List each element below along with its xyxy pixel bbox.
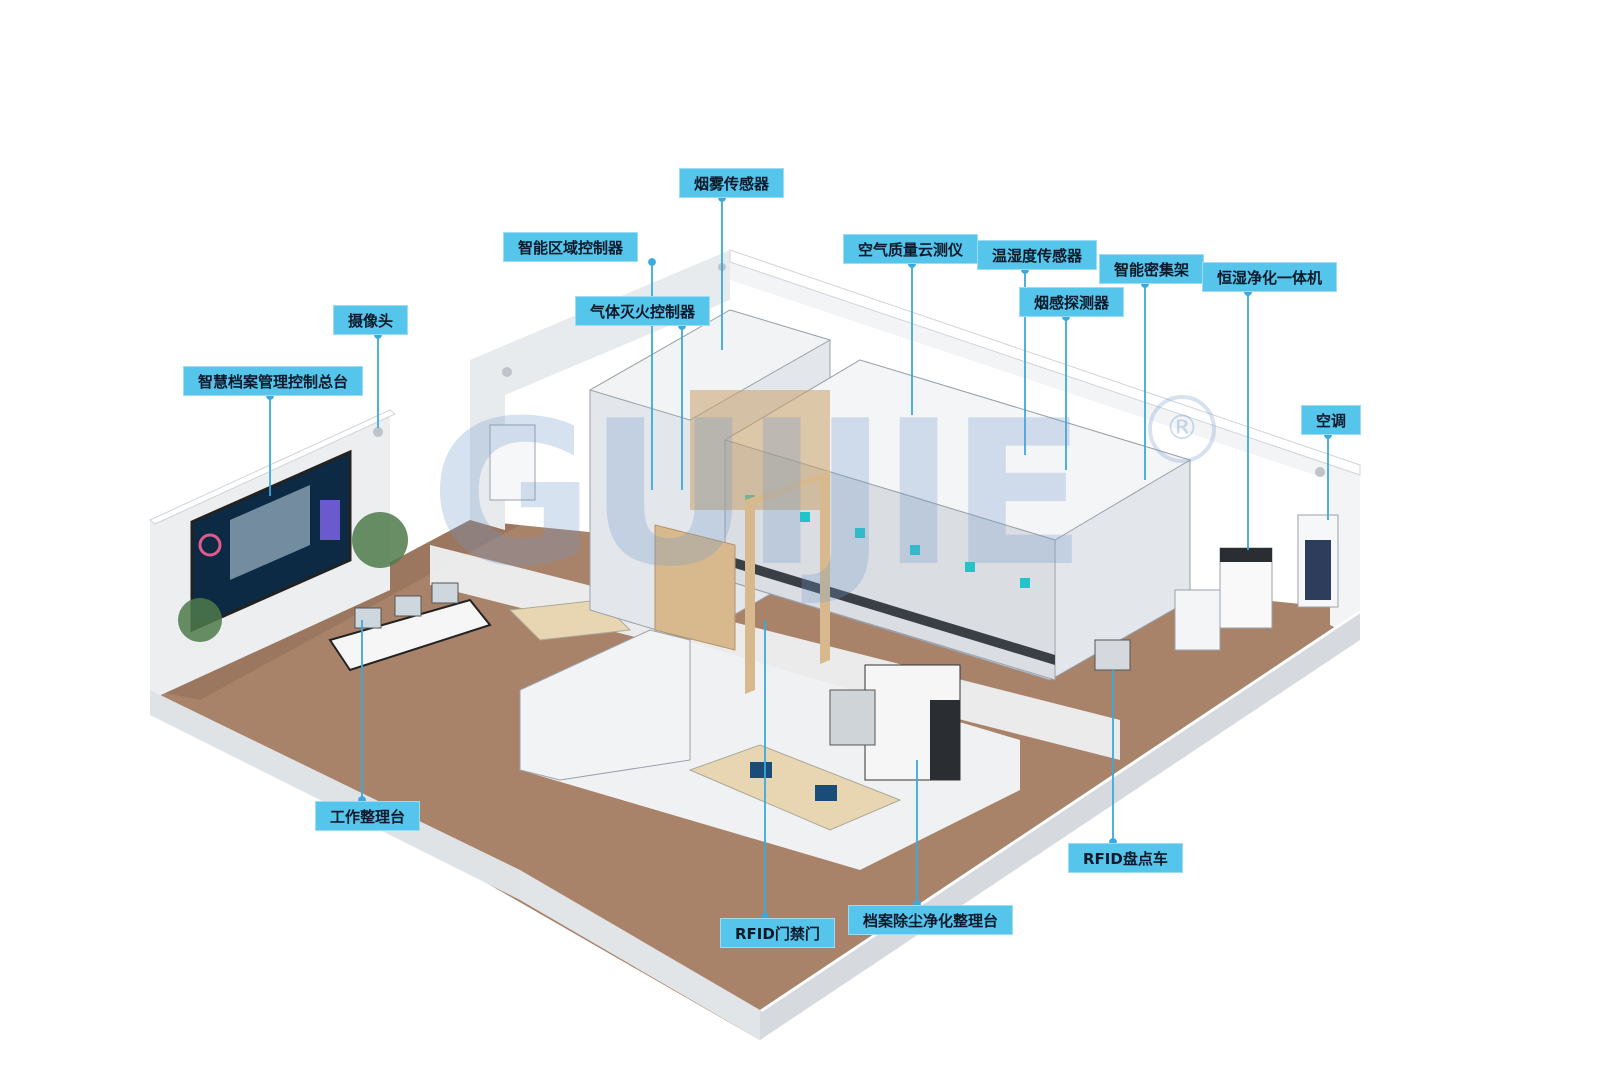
front-monitor-2 [815,785,837,801]
small-cabinet [1174,589,1221,651]
shelf-screen-2 [800,512,810,522]
label-smoke-sensor: 烟雾传感器 [679,168,785,198]
back-wall-right [730,250,1360,640]
label-humidity-purifier: 恒湿净化一体机 [1202,262,1338,292]
label-zone-controller: 智能区域控制器 [503,232,639,262]
label-camera: 摄像头 [333,305,409,335]
label-temp-humidity: 温湿度传感器 [977,240,1098,270]
office-monitor-2 [394,595,422,617]
label-dust-table: 档案除尘净化整理台 [848,905,1014,935]
copier [829,689,876,746]
label-console: 智慧档案管理控制总台 [183,366,364,396]
front-wall-left [520,870,760,1040]
label-rfid-gate: RFID门禁门 [720,918,835,948]
display-screen-bars [320,500,340,540]
wall-cabinet-left [489,424,536,501]
front-monitor-1 [750,762,772,778]
rfid-gate-frame [745,470,830,694]
office-desk [328,598,492,672]
shelf-screen-4 [910,545,920,555]
shelf-row-back-top [588,309,832,421]
ceiling-sensor-2 [502,367,512,377]
display-screen-gauge [198,533,222,557]
ceiling-camera [373,427,383,437]
label-gas-fire-controller: 气体灭火控制器 [575,296,711,326]
label-smoke-detector: 烟感探测器 [1019,287,1125,317]
shelf-screen-3 [855,528,865,538]
humidity-purifier-top [1220,548,1272,562]
plant-2 [178,598,222,642]
plant-1 [352,512,408,568]
brand-watermark: GUIJIE [430,378,1086,611]
air-conditioner-panel [1305,540,1331,600]
ceiling-sensor-3 [1315,467,1325,477]
office-front-wall [150,690,520,900]
label-smart-shelf: 智能密集架 [1099,254,1205,284]
label-air-quality: 空气质量云测仪 [843,234,979,264]
office-back-wall-top [149,409,396,525]
label-workbench: 工作整理台 [315,801,421,831]
doorway [654,524,736,651]
shelf-screen-5 [965,562,975,572]
rfid-cart [1094,639,1131,671]
label-air-conditioner: 空调 [1301,405,1362,435]
filing-cabinets [519,629,691,781]
shelf-rail [725,555,1055,665]
office-monitor-3 [431,582,459,604]
shelf-archive-boxes [690,390,830,510]
office-monitor-1 [354,607,382,629]
shelf-screen-6 [1020,578,1030,588]
display-screen-panel [230,485,310,580]
front-workbench [688,744,902,831]
dust-cleaning-table-cabinet [930,700,960,780]
label-rfid-cart: RFID盘点车 [1068,843,1183,873]
registered-mark-icon: ® [1148,395,1216,463]
